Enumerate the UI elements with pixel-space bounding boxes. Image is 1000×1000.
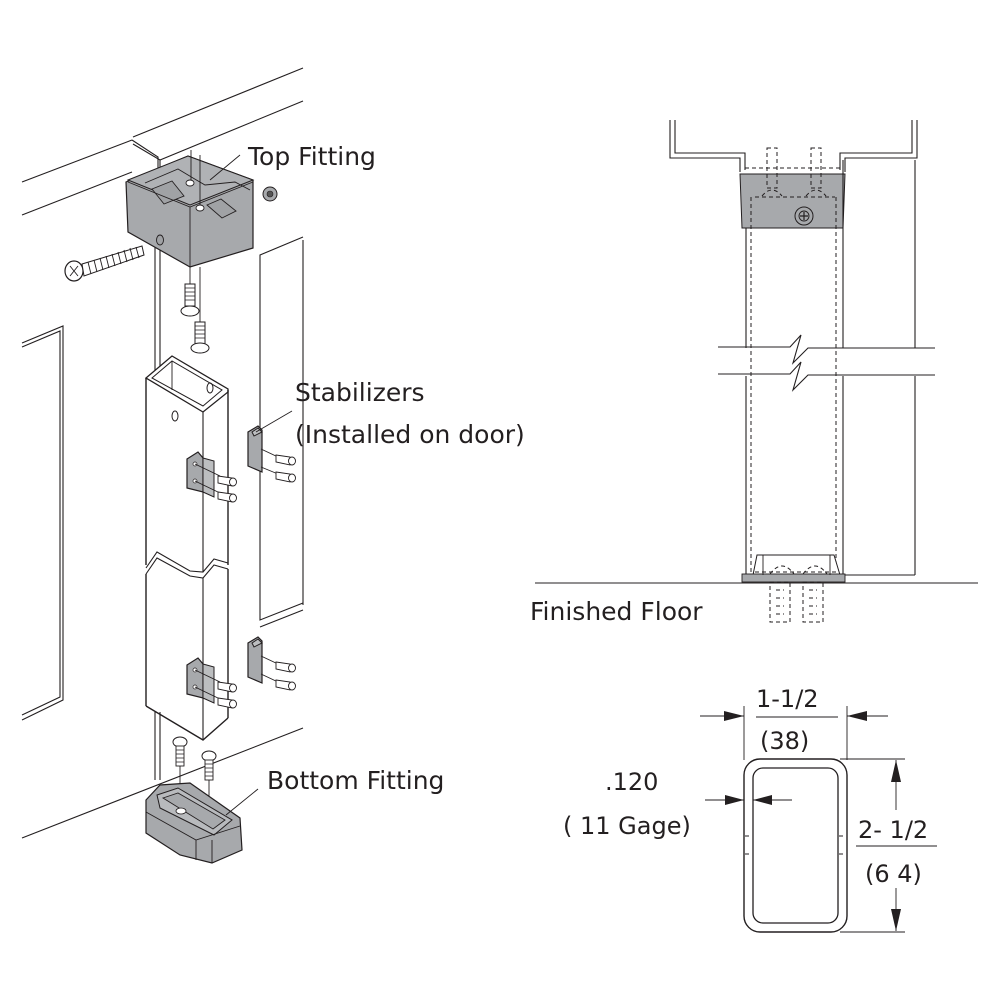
wall-gage-label: ( 11 Gage) <box>563 812 691 840</box>
height-imperial-label: 2- 1/2 <box>858 816 928 844</box>
elevation-section <box>535 120 978 623</box>
wall-thickness-dimension <box>705 795 792 805</box>
left-door-panel <box>21 325 304 839</box>
long-screw <box>64 245 145 282</box>
break-symbol <box>718 334 935 392</box>
top-fitting-leader <box>209 154 241 181</box>
width-imperial-label: 1-1/2 <box>756 685 819 713</box>
pilaster-bracket-upper <box>186 451 221 498</box>
width-dimension <box>700 706 888 760</box>
wall-thickness-label: .120 <box>605 768 658 796</box>
screw-pair-stabilizer-lower <box>260 655 296 691</box>
stabilizers-label: Stabilizers <box>295 378 425 407</box>
top-fitting <box>125 150 255 268</box>
screw-pair-lower-bracket <box>217 681 237 709</box>
bottom-fitting-leader <box>225 788 259 816</box>
nut-icon <box>262 186 278 202</box>
headrail <box>21 67 304 216</box>
phillips-screw-icon <box>794 206 814 226</box>
bottom-fitting-label: Bottom Fitting <box>267 766 444 795</box>
top-screws <box>180 267 210 354</box>
height-dimension <box>840 758 937 933</box>
finished-floor-label: Finished Floor <box>530 597 703 626</box>
top-fitting-label: Top Fitting <box>247 142 376 171</box>
height-metric-label: (6 4) <box>865 860 922 888</box>
pilaster-bracket-lower <box>186 657 221 704</box>
pilaster-tube <box>144 355 229 741</box>
screw-pair-stabilizer-upper <box>260 448 296 483</box>
exploded-view <box>21 67 304 864</box>
stabilizer-upper <box>247 425 263 473</box>
pilaster-wall-lines <box>154 230 161 780</box>
width-metric-label: (38) <box>760 727 809 755</box>
stabilizer-lower <box>247 636 263 684</box>
bottom-fitting <box>145 782 243 864</box>
stabilizers-leader <box>255 410 293 433</box>
screw-pair-upper-bracket <box>217 475 237 503</box>
tube-cross-section: 1-1/2 (38) 2- 1/2 (6 4) .120 ( 11 Gage) <box>563 685 937 933</box>
stabilizers-note-label: (Installed on door) <box>295 420 525 449</box>
